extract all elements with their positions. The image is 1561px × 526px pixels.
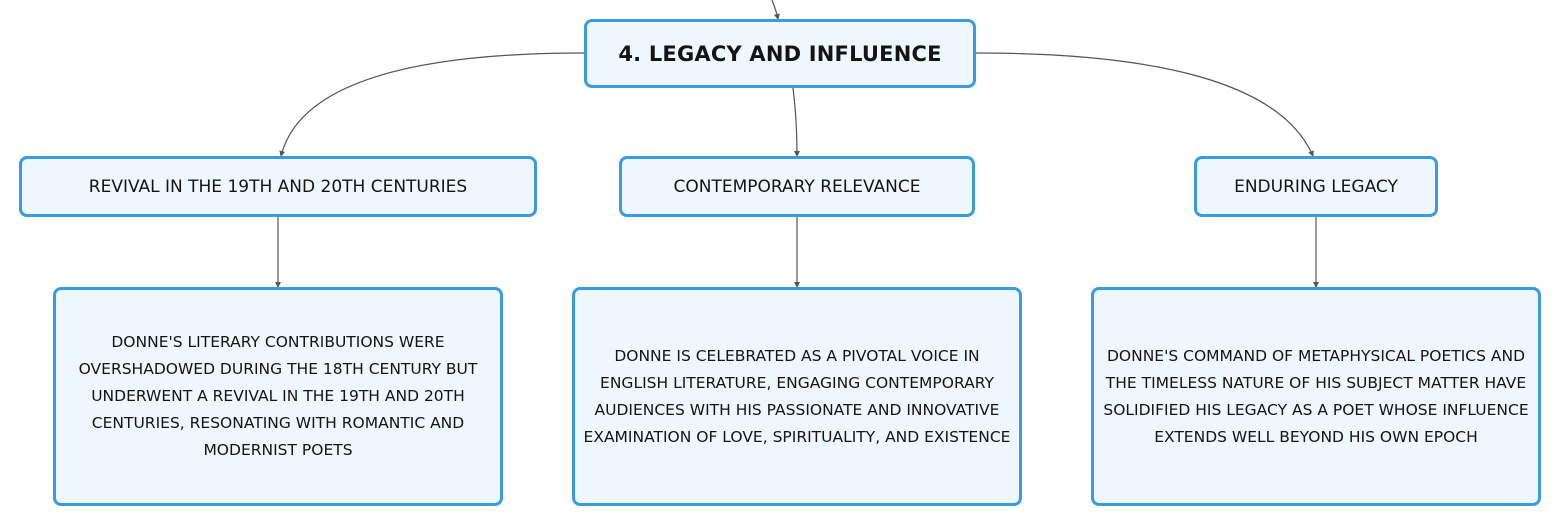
connector-root-to-revival [279,52,585,157]
branch-label-enduring-legacy: ENDURING LEGACY [1234,176,1398,197]
branch-label-contemporary-relevance: CONTEMPORARY RELEVANCE [673,176,921,197]
connector-parent-to-root [771,0,780,20]
branch-label-revival: REVIVAL IN THE 19TH AND 20TH CENTURIES [88,176,468,197]
detail-node-revival[interactable]: DONNE'S LITERARY CONTRIBUTIONS WERE OVER… [53,287,503,506]
detail-node-enduring-legacy[interactable]: DONNE'S COMMAND OF METAPHYSICAL POETICS … [1091,287,1541,506]
detail-text-enduring-legacy: DONNE'S COMMAND OF METAPHYSICAL POETICS … [1103,346,1529,446]
branch-node-enduring-legacy[interactable]: ENDURING LEGACY [1194,156,1438,217]
root-topic-node[interactable]: 4. LEGACY AND INFLUENCE [584,19,976,88]
detail-text-contemporary-relevance: DONNE IS CELEBRATED AS A PIVOTAL VOICE I… [583,346,1011,446]
connector-root-to-contemporary [792,87,800,157]
detail-text-revival: DONNE'S LITERARY CONTRIBUTIONS WERE OVER… [78,333,478,459]
connector-root-to-enduring [975,52,1314,157]
detail-node-contemporary-relevance[interactable]: DONNE IS CELEBRATED AS A PIVOTAL VOICE I… [572,287,1022,506]
root-topic-label: 4. LEGACY AND INFLUENCE [618,41,942,66]
branch-node-contemporary-relevance[interactable]: CONTEMPORARY RELEVANCE [619,156,975,217]
branch-node-revival[interactable]: REVIVAL IN THE 19TH AND 20TH CENTURIES [19,156,537,217]
